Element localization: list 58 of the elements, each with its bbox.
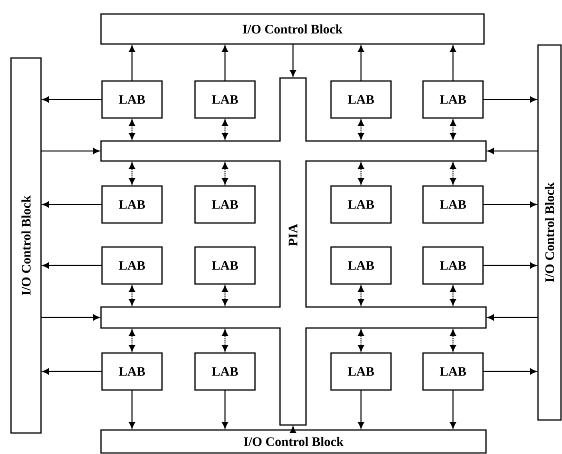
arrow (129, 329, 136, 352)
arrow (450, 45, 456, 81)
arrow (483, 201, 537, 208)
lab-box: LAB (194, 80, 256, 119)
arrow (358, 45, 364, 81)
lab-box: LAB (194, 352, 256, 391)
lab-box: LAB (101, 80, 163, 119)
arrow (129, 390, 136, 429)
arrow (483, 262, 537, 268)
arrow (487, 314, 538, 320)
lab-box: LAB (101, 246, 163, 285)
arrow (222, 45, 228, 81)
arrow (487, 148, 538, 154)
lab-box: LAB (422, 185, 484, 224)
arrow (222, 162, 228, 185)
arrow (222, 119, 228, 140)
arrow (42, 201, 102, 208)
arrow (358, 119, 364, 140)
arrow (358, 390, 364, 429)
arrow (42, 96, 102, 102)
arrow (450, 285, 456, 306)
io-control-block: I/O Control Block (100, 13, 485, 45)
lab-box: LAB (101, 185, 163, 224)
arrow (41, 148, 100, 154)
io-control-block: I/O Control Block (10, 57, 42, 434)
arrow (222, 285, 228, 306)
lab-box: LAB (194, 246, 256, 285)
arrow (290, 44, 296, 77)
arrow (41, 314, 100, 320)
arrow (450, 119, 456, 140)
io-control-block: I/O Control Block (537, 44, 562, 421)
arrow (483, 368, 537, 374)
arrow (129, 119, 136, 140)
arrow (358, 329, 364, 352)
arrow (42, 368, 102, 374)
arrow (42, 262, 102, 268)
arrow (358, 162, 364, 185)
arrow (290, 426, 296, 433)
io-control-block: I/O Control Block (100, 429, 487, 454)
arrow (222, 329, 228, 352)
arrow (129, 45, 136, 81)
arrow (450, 162, 456, 185)
lab-box: LAB (330, 80, 392, 119)
lab-box: LAB (101, 352, 163, 391)
arrow (129, 285, 136, 306)
lab-box: LAB (330, 185, 392, 224)
lab-box: LAB (422, 352, 484, 391)
lab-box: LAB (194, 185, 256, 224)
arrow (450, 390, 456, 429)
lab-box: LAB (422, 80, 484, 119)
arrow (483, 96, 537, 102)
lab-box: LAB (422, 246, 484, 285)
arrow (358, 285, 364, 306)
lab-box: LAB (330, 246, 392, 285)
lab-box: LAB (330, 352, 392, 391)
arrow (222, 390, 228, 429)
arrow (129, 162, 136, 185)
arrow (450, 329, 456, 352)
